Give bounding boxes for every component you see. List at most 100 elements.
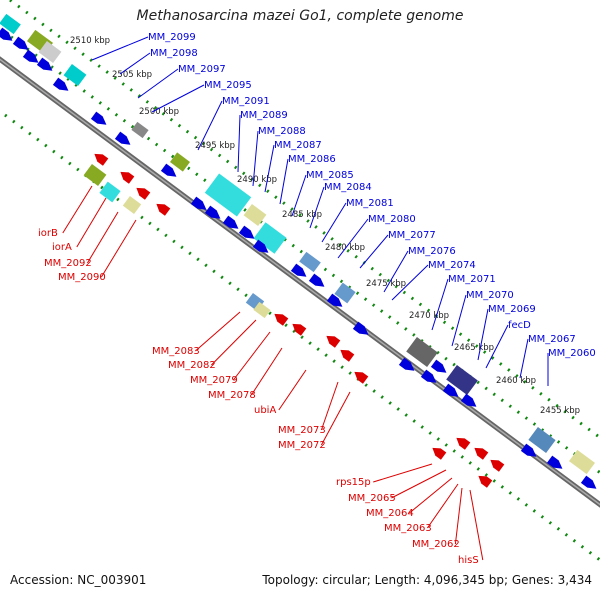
reverse-leader-line [278, 369, 307, 411]
feature-block [38, 41, 62, 63]
forward-gene-arrow [326, 293, 343, 307]
map-decor [0, 0, 600, 562]
scale-track-lower [4, 113, 600, 562]
reverse-leader-line [320, 381, 339, 431]
reverse-leader-line [100, 219, 137, 278]
scale-label: 2475 kbp [366, 279, 406, 289]
feature-block [170, 152, 190, 172]
scale-label: 2510 kbp [70, 36, 110, 46]
forward-leader-line [137, 68, 179, 99]
reverse-gene-arrow [478, 475, 493, 488]
reverse-gene-label: ubiA [254, 405, 276, 416]
forward-gene-label: MM_2071 [448, 274, 496, 285]
reverse-leader-line [469, 489, 484, 561]
forward-gene-label: MM_2091 [222, 96, 270, 107]
forward-gene-arrow [238, 225, 255, 239]
reverse-gene-label: MM_2083 [152, 346, 200, 357]
feature-block [299, 251, 321, 273]
forward-leader-line [151, 84, 205, 113]
reverse-gene-label: MM_2082 [168, 360, 216, 371]
scale-label: 2485 kbp [282, 210, 322, 220]
forward-gene-label: MM_2074 [428, 260, 476, 271]
feature-block [406, 337, 438, 367]
reverse-gene-arrow [94, 153, 109, 166]
forward-leader-line [309, 186, 325, 229]
reverse-gene-label: MM_2065 [348, 493, 396, 504]
reverse-gene-arrow [136, 187, 151, 200]
feature-block [131, 121, 149, 139]
reverse-gene-label: MM_2064 [366, 508, 414, 519]
scale-label: 2460 kbp [496, 376, 536, 386]
forward-gene-arrow [114, 131, 131, 145]
reverse-gene-label: hisS [458, 555, 479, 566]
reverse-gene-label: MM_2062 [412, 539, 460, 550]
forward-gene-label: MM_2067 [528, 334, 576, 345]
forward-gene-arrow [520, 443, 537, 457]
reverse-gene-label: MM_2090 [58, 272, 106, 283]
scale-label: 2480 kbp [325, 243, 365, 253]
forward-gene-arrow [12, 36, 29, 50]
scale-label: 2490 kbp [237, 175, 277, 185]
reverse-gene-arrow [292, 323, 307, 336]
reverse-gene-label: MM_2073 [278, 425, 326, 436]
feature-block [63, 64, 87, 86]
reverse-gene-label: rps15p [336, 477, 371, 488]
forward-gene-arrow [52, 77, 69, 91]
forward-leader-line [431, 278, 449, 331]
feature-block [528, 427, 556, 453]
feature-block [253, 301, 271, 319]
reverse-gene-label: MM_2072 [278, 440, 326, 451]
forward-gene-label: MM_2089 [240, 110, 288, 121]
scale-label: 2470 kbp [409, 311, 449, 321]
forward-gene-arrow [420, 369, 437, 383]
forward-leader-line [519, 338, 529, 379]
forward-leader-line [391, 264, 429, 301]
feature-block [568, 449, 596, 475]
forward-leader-line [337, 218, 369, 259]
feature-block [83, 164, 107, 186]
forward-gene-label: MM_2088 [258, 126, 306, 137]
reverse-leader-line [62, 185, 93, 234]
forward-leader-line [264, 144, 275, 193]
scale-label: 2455 kbp [540, 406, 580, 416]
forward-leader-line [383, 250, 409, 293]
forward-gene-arrow [442, 383, 459, 397]
forward-leader-line [237, 114, 241, 173]
feature-block [334, 282, 356, 304]
feature-block [253, 222, 287, 254]
forward-gene-arrow [22, 49, 39, 63]
reverse-gene-arrow [340, 349, 355, 362]
forward-gene-arrow [352, 321, 369, 335]
feature-block [0, 13, 21, 35]
forward-leader-line [477, 308, 489, 361]
topology-label: Topology: circular; Length: 4,096,345 bp… [262, 573, 592, 587]
forward-gene-label: MM_2097 [178, 64, 226, 75]
forward-leader-line [197, 100, 223, 151]
reverse-leader-line [373, 463, 433, 483]
reverse-leader-line [233, 331, 271, 381]
forward-gene-arrow [222, 215, 239, 229]
reverse-leader-line [320, 391, 351, 446]
forward-gene-arrow [160, 163, 177, 177]
forward-gene-label: fecD [508, 320, 531, 331]
forward-leader-line [252, 130, 259, 187]
forward-gene-label: MM_2095 [204, 80, 252, 91]
reverse-leader-line [211, 319, 257, 366]
forward-gene-label: MM_2076 [408, 246, 456, 257]
reverse-leader-line [391, 469, 447, 499]
reverse-leader-line [426, 483, 459, 529]
forward-gene-arrow [252, 239, 269, 253]
reverse-gene-arrow [156, 203, 171, 216]
forward-gene-label: MM_2099 [148, 32, 196, 43]
reverse-gene-label: MM_2078 [208, 390, 256, 401]
forward-leader-line [291, 174, 307, 217]
accession-label: Accession: NC_003901 [10, 573, 147, 587]
forward-leader-line [485, 324, 509, 369]
forward-gene-label: MM_2098 [150, 48, 198, 59]
scale-track-inner [0, 26, 600, 475]
forward-gene-arrow [90, 111, 107, 125]
forward-gene-label: MM_2081 [346, 198, 394, 209]
forward-gene-arrow [546, 455, 563, 469]
